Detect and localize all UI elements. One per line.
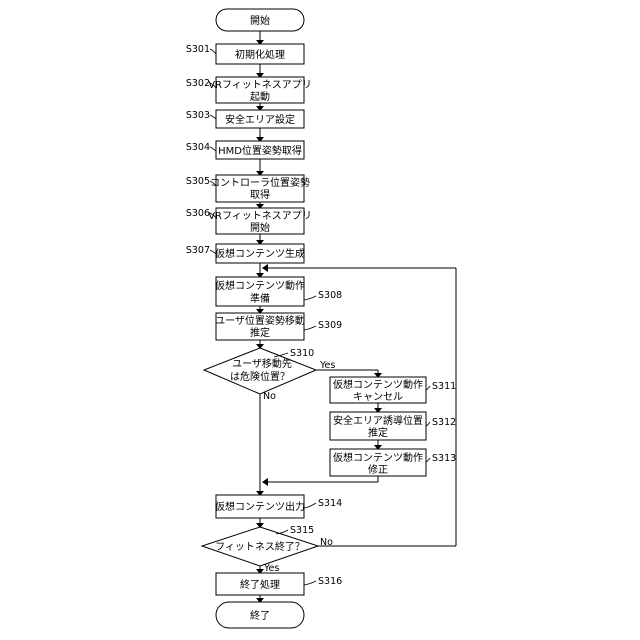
label-s309: S309 — [318, 320, 342, 331]
step-s312: 安全エリア誘導位置 推定 — [330, 412, 426, 440]
label-s310: S310 — [290, 348, 314, 359]
s308-text-line1: 仮想コンテンツ動作 — [215, 279, 305, 292]
s302-text-line1: VRフィットネスアプリ — [208, 79, 312, 91]
start-text: 開始 — [250, 14, 270, 27]
step-s309: ユーザ位置姿勢移動 推定 — [215, 313, 305, 340]
s303-text: 安全エリア設定 — [225, 113, 295, 126]
step-s303: 安全エリア設定 — [216, 110, 304, 128]
step-s304: HMD位置姿勢取得 — [216, 141, 304, 159]
s310-text-line1: ユーザ移動先 — [232, 357, 292, 370]
step-s302: VRフィットネスアプリ 起動 — [208, 77, 312, 103]
step-s305: コントローラ位置姿勢 取得 — [210, 175, 310, 202]
step-s313: 仮想コンテンツ動作 修正 — [330, 449, 426, 476]
label-s304: S304 — [186, 142, 210, 153]
s310-text-line2: は危険位置？ — [230, 370, 290, 383]
s315-text: フィットネス終了？ — [215, 540, 305, 553]
s305-text-line1: コントローラ位置姿勢 — [210, 176, 310, 189]
label-s301: S301 — [186, 44, 210, 55]
label-s302: S302 — [186, 78, 210, 89]
s305-text-line2: 取得 — [250, 189, 270, 201]
step-s316: 終了処理 — [216, 573, 304, 595]
label-s316: S316 — [318, 576, 342, 587]
s310-no-label: No — [263, 391, 276, 402]
end-terminator: 終了 — [216, 602, 304, 628]
s302-text-line2: 起動 — [250, 90, 270, 103]
label-s308: S308 — [318, 290, 342, 301]
start-terminator: 開始 — [216, 9, 304, 31]
s311-text-line2: キャンセル — [353, 391, 403, 403]
label-s303: S303 — [186, 110, 210, 121]
s313-text-line2: 修正 — [368, 463, 388, 476]
s310-yes-label: Yes — [319, 360, 335, 371]
s304-text: HMD位置姿勢取得 — [218, 144, 302, 157]
s301-text: 初期化処理 — [235, 48, 285, 61]
step-s311: 仮想コンテンツ動作 キャンセル — [330, 377, 426, 403]
label-s305: S305 — [186, 176, 210, 187]
s314-text: 仮想コンテンツ出力 — [215, 500, 305, 513]
label-s311: S311 — [432, 381, 456, 392]
s309-text-line2: 推定 — [250, 326, 270, 339]
s308-text-line2: 準備 — [250, 292, 270, 305]
s306-text-line2: 開始 — [250, 221, 270, 234]
label-s315: S315 — [290, 525, 314, 536]
step-s307: 仮想コンテンツ生成 — [215, 244, 305, 263]
step-s301: 初期化処理 — [216, 44, 304, 64]
label-s306: S306 — [186, 208, 210, 219]
s312-text-line1: 安全エリア誘導位置 — [333, 414, 423, 427]
s309-text-line1: ユーザ位置姿勢移動 — [215, 314, 305, 327]
s306-text-line1: VRフィットネスアプリ — [208, 210, 312, 222]
s316-text: 終了処理 — [240, 578, 280, 591]
s311-text-line1: 仮想コンテンツ動作 — [333, 378, 423, 391]
s315-no-label: No — [320, 537, 333, 548]
label-s314: S314 — [318, 498, 342, 509]
step-s308: 仮想コンテンツ動作 準備 — [215, 277, 305, 306]
step-s314: 仮想コンテンツ出力 — [215, 495, 305, 518]
s307-text: 仮想コンテンツ生成 — [215, 247, 305, 260]
s315-yes-label: Yes — [263, 563, 279, 574]
step-s306: VRフィットネスアプリ 開始 — [208, 208, 312, 234]
label-s313: S313 — [432, 453, 456, 464]
label-s312: S312 — [432, 417, 456, 428]
s313-text-line1: 仮想コンテンツ動作 — [333, 451, 423, 464]
label-s307: S307 — [186, 245, 210, 256]
end-text: 終了 — [250, 609, 270, 622]
s312-text-line2: 推定 — [368, 426, 388, 439]
